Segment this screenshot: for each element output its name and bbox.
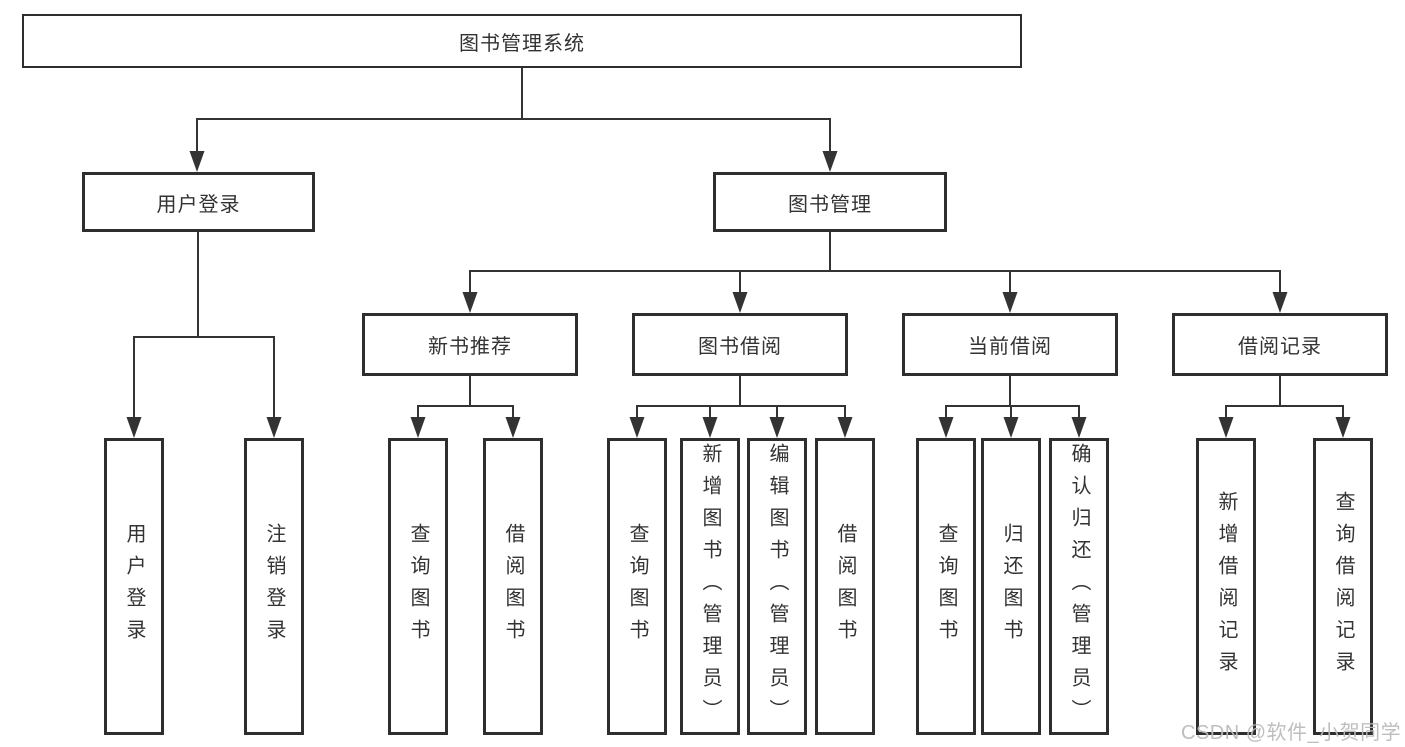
node-new-book-recommendation: 新书推荐	[362, 313, 578, 376]
node-current-borrowing: 当前借阅	[902, 313, 1118, 376]
leaf-query-borrow-record: 查询借阅记录	[1313, 438, 1373, 735]
leaf-borrow-books-recommend: 借阅图书	[483, 438, 543, 735]
connector-book-management-to-level3	[462, 232, 1288, 313]
leaf-add-books-admin: 新增图书（管理员）	[680, 438, 740, 735]
leaf-query-books-recommend: 查询图书	[388, 438, 448, 735]
leaf-query-books-current: 查询图书	[916, 438, 976, 735]
leaf-confirm-return-admin: 确认归还（管理员）	[1049, 438, 1109, 735]
node-book-borrowing: 图书借阅	[632, 313, 848, 376]
node-user-login: 用户登录	[82, 172, 315, 232]
node-library-management-system: 图书管理系统	[22, 14, 1022, 68]
connector-book-borrowing-to-leaves	[629, 376, 853, 438]
node-book-management: 图书管理	[713, 172, 947, 232]
node-borrowing-records: 借阅记录	[1172, 313, 1388, 376]
leaf-edit-books-admin: 编辑图书（管理员）	[747, 438, 807, 735]
leaf-user-login: 用户登录	[104, 438, 164, 735]
connector-user-login-to-leaves	[126, 232, 282, 438]
connector-new-book-recommendation-to-leaves	[410, 376, 521, 438]
leaf-borrow-books-borrowing: 借阅图书	[815, 438, 875, 735]
leaf-logout: 注销登录	[244, 438, 304, 735]
leaf-query-books-borrowing: 查询图书	[607, 438, 667, 735]
connector-current-borrowing-to-leaves	[938, 376, 1087, 438]
connector-borrowing-records-to-leaves	[1218, 376, 1351, 438]
csdn-watermark: CSDN @软件_小贺同学	[1181, 722, 1402, 744]
leaf-return-books: 归还图书	[981, 438, 1041, 735]
connector-root-to-level2	[189, 68, 838, 172]
leaf-add-borrow-record: 新增借阅记录	[1196, 438, 1256, 735]
